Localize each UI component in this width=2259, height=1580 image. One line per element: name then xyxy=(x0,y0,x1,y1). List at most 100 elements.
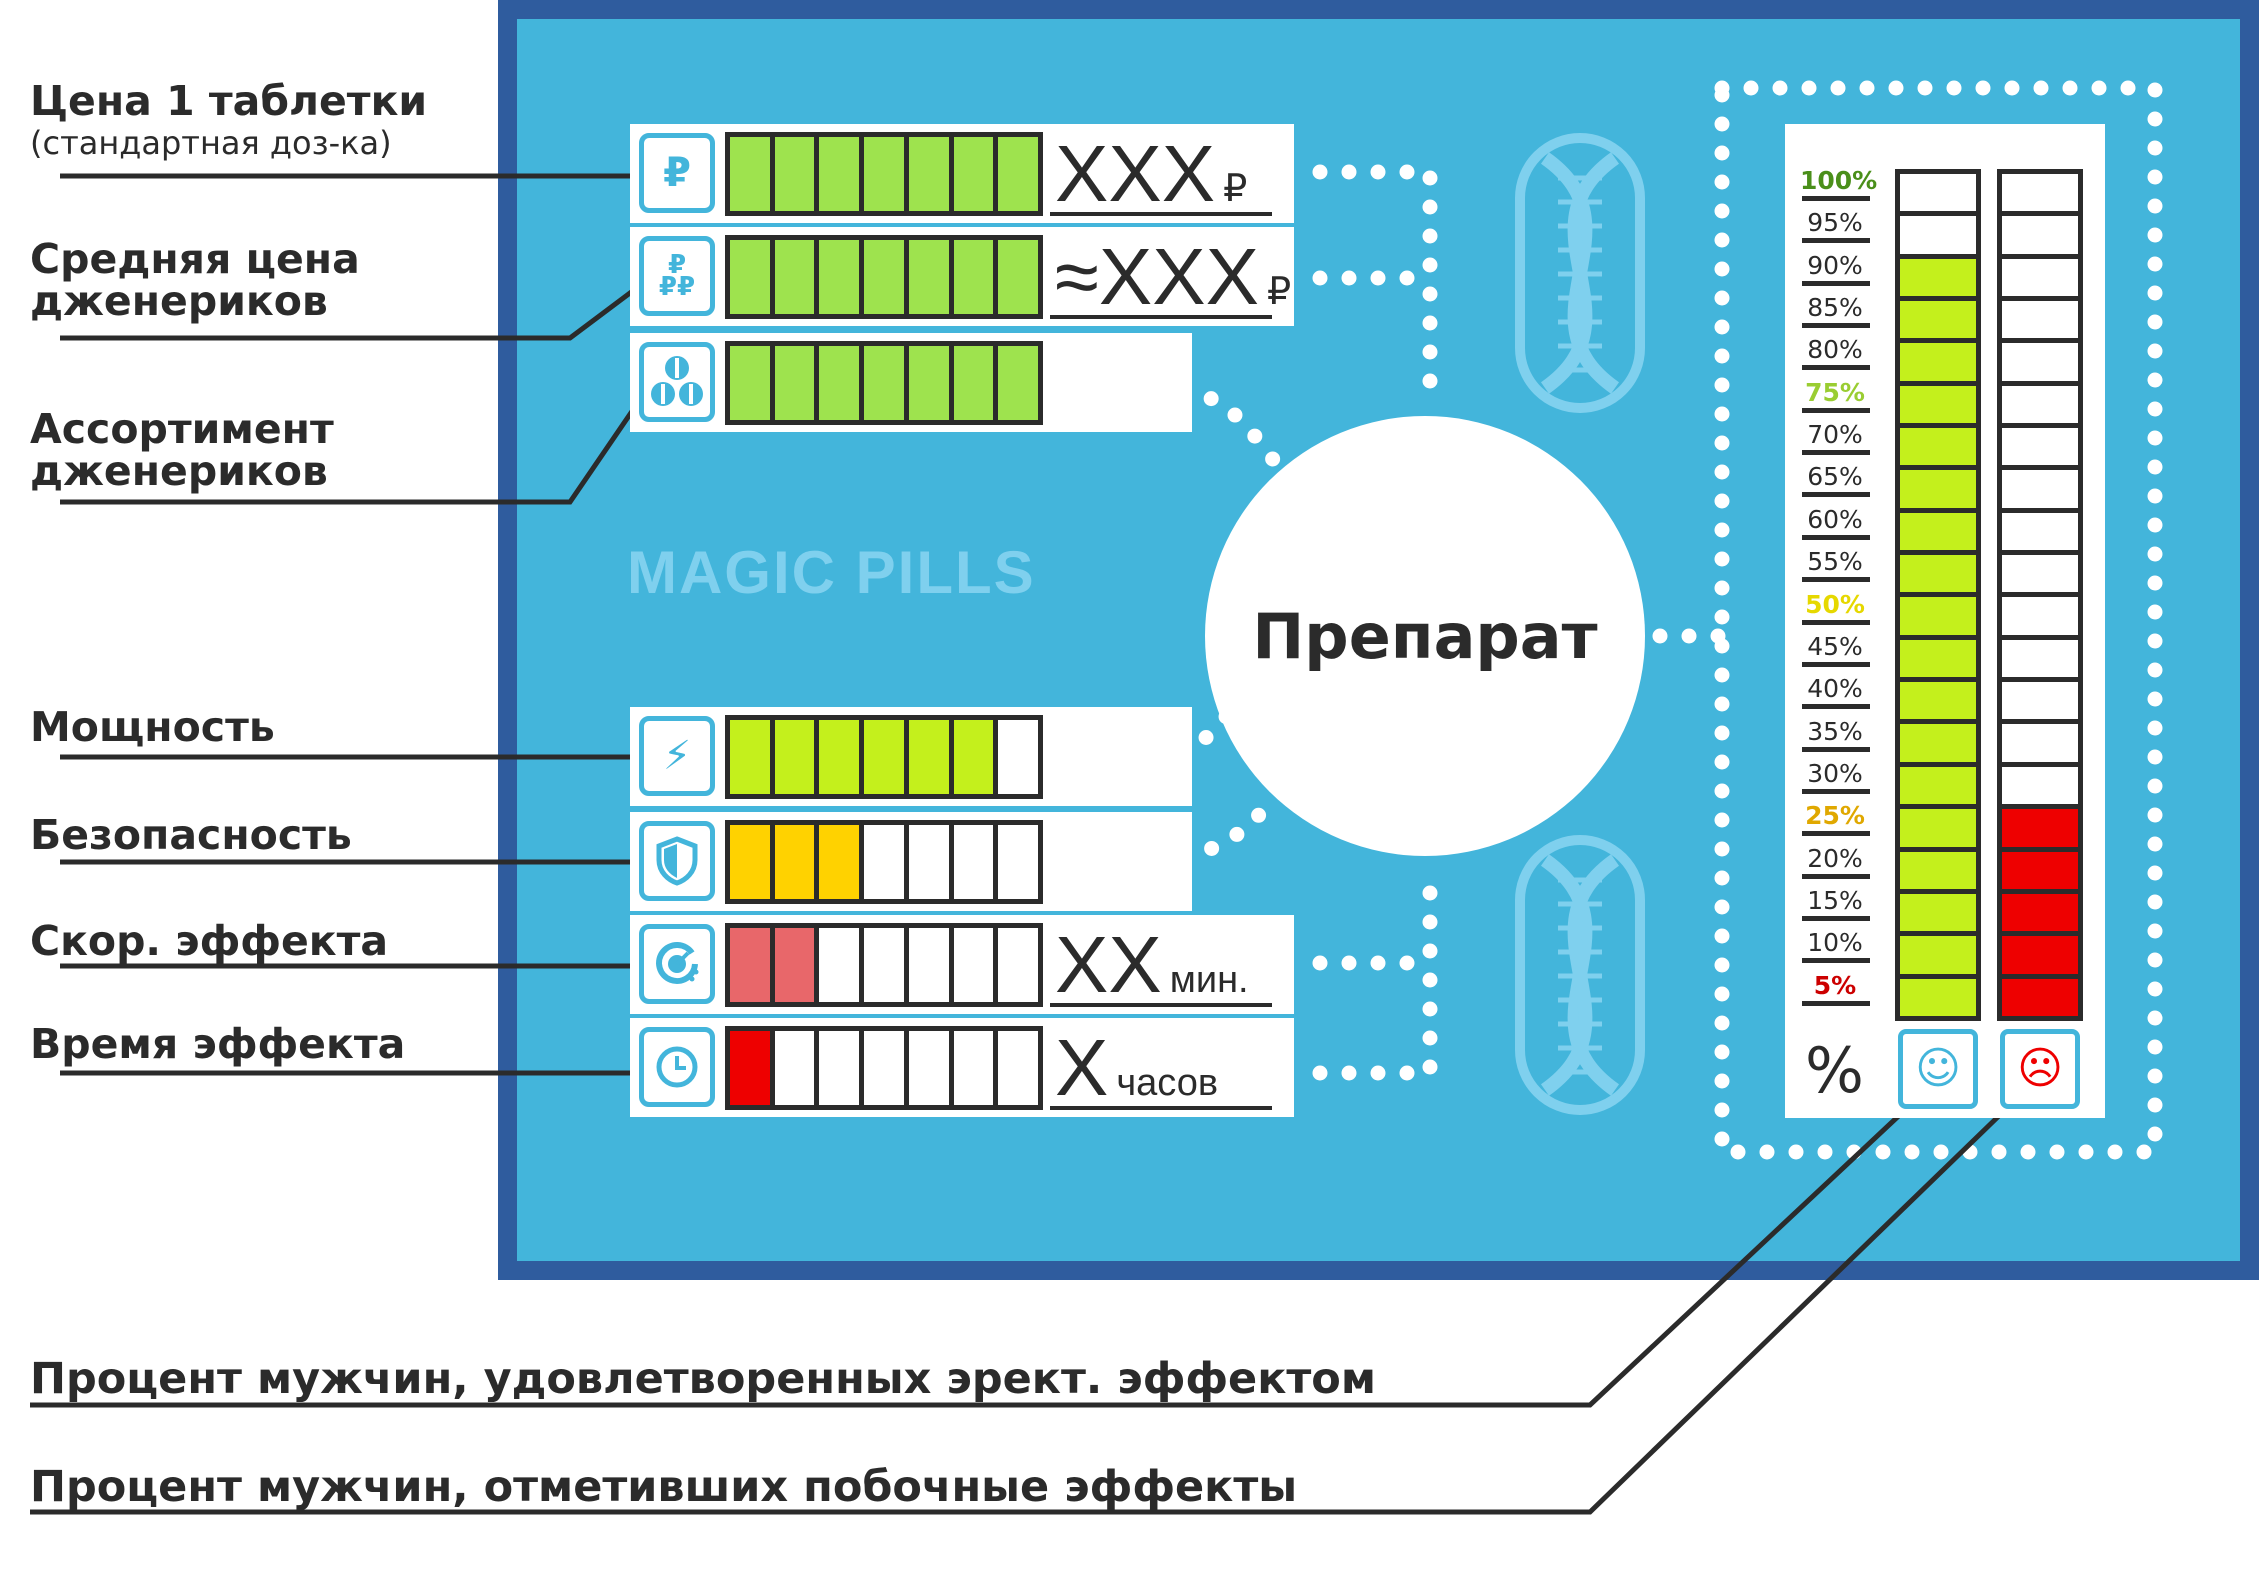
dotted-connector-price xyxy=(1312,164,1438,418)
cell-filled xyxy=(1900,809,1976,847)
tick-line xyxy=(1802,619,1870,625)
tick-line xyxy=(1802,365,1870,371)
cell-empty xyxy=(2002,216,2078,254)
annotation-assortment: Ассортимент дженериков xyxy=(30,405,334,495)
multi-ruble-icon: ₽₽₽ xyxy=(639,236,715,316)
tick-label: 15% xyxy=(1807,885,1863,915)
bar-segment-filled xyxy=(819,240,860,314)
cell-empty xyxy=(2002,639,2078,678)
rating-bar xyxy=(725,1026,1043,1110)
row-value-unit: мин. xyxy=(1169,959,1249,1001)
annotation-duration: Время эффекта xyxy=(30,1020,406,1068)
cell-empty xyxy=(2002,428,2078,466)
annotation-satisfied: Процент мужчин, удовлетворенных эрект. э… xyxy=(30,1354,1376,1404)
tick-label: 60% xyxy=(1807,504,1863,534)
cell-filled xyxy=(1900,893,1976,932)
bar-segment-empty xyxy=(864,825,904,899)
dna-bottom-icon-capsule xyxy=(1515,835,1645,1115)
lightning-icon: ⚡ xyxy=(639,716,715,796)
bar-segment-filled xyxy=(774,928,815,1002)
tick-line xyxy=(1802,788,1870,794)
tick-label: 80% xyxy=(1807,335,1863,365)
cell-empty xyxy=(2002,343,2078,381)
bar-segment-filled xyxy=(953,720,994,794)
cell-filled xyxy=(2002,851,2078,889)
tick-line xyxy=(1802,831,1870,837)
tick-line xyxy=(1802,238,1870,244)
tick-label: 85% xyxy=(1807,293,1863,323)
bar-segment-filled xyxy=(953,240,994,314)
tick-label: 5% xyxy=(1813,970,1857,1000)
speed-icon xyxy=(639,924,715,1004)
rating-bar xyxy=(725,715,1043,799)
satisfied-column xyxy=(1895,169,1981,1021)
cell-empty xyxy=(2002,724,2078,762)
tick-label: 30% xyxy=(1807,758,1863,788)
bar-segment-filled xyxy=(819,346,860,420)
tick-line xyxy=(1802,746,1870,752)
cell-filled xyxy=(2002,809,2078,847)
annotation-price-sub: (стандартная доз-ка) xyxy=(30,124,392,162)
cell-filled xyxy=(1900,766,1976,805)
tick-label: 50% xyxy=(1805,589,1865,619)
annotation-power: Мощность xyxy=(30,703,275,751)
bar-segment-filled xyxy=(819,720,860,794)
bar-segment-filled xyxy=(774,137,815,211)
center-circle: Препарат xyxy=(1205,416,1645,856)
bar-segment-filled xyxy=(908,137,949,211)
tick-label: 25% xyxy=(1805,801,1865,831)
tick-line xyxy=(1802,1000,1870,1006)
rating-row-safety xyxy=(630,812,1192,911)
bar-segment-empty xyxy=(819,1031,860,1105)
row-value-number: XX xyxy=(1055,920,1162,1009)
tick-label: 55% xyxy=(1807,547,1863,577)
leader-line-side-effects xyxy=(30,1108,2007,1515)
tick-line xyxy=(1802,534,1870,540)
bar-segment-filled xyxy=(864,240,904,314)
rating-bar xyxy=(725,820,1043,904)
cell-filled xyxy=(1900,301,1976,339)
percent-sign: % xyxy=(1805,1034,1864,1107)
bar-segment-filled xyxy=(953,346,994,420)
cell-filled xyxy=(1900,936,1976,974)
bar-segment-empty xyxy=(908,928,949,1002)
cell-filled xyxy=(1900,385,1976,424)
dotted-connector-duration xyxy=(1312,867,1438,1081)
bar-segment-filled xyxy=(819,825,860,899)
tick-label: 35% xyxy=(1807,716,1863,746)
bar-segment-empty xyxy=(953,1031,994,1105)
tick-label: 95% xyxy=(1807,208,1863,238)
tick-label: 90% xyxy=(1807,250,1863,280)
cell-empty xyxy=(2002,385,2078,424)
leader-line-satisfied xyxy=(30,1108,1907,1408)
cell-filled xyxy=(1900,555,1976,593)
bar-segment-empty xyxy=(953,928,994,1002)
tick-label: 40% xyxy=(1807,674,1863,704)
bar-segment-filled xyxy=(730,720,770,794)
brand-watermark: MAGIC PILLS xyxy=(627,539,1036,606)
tick-line xyxy=(1802,450,1870,456)
sad-face-icon: ☹ xyxy=(2000,1029,2080,1109)
dotted-chart-frame xyxy=(1714,80,2163,1160)
bar-segment-empty xyxy=(819,928,860,1002)
side-effects-column xyxy=(1997,169,2083,1021)
bar-segment-filled xyxy=(730,137,770,211)
tick-line xyxy=(1802,704,1870,710)
tick-line xyxy=(1802,577,1870,583)
row-value-number: XXX xyxy=(1055,129,1216,218)
value-underline xyxy=(1050,315,1272,319)
rating-row-power: ⚡ xyxy=(630,707,1192,806)
shield-icon xyxy=(639,821,715,901)
value-underline xyxy=(1050,212,1272,216)
annotation-generic-price: Средняя цена дженериков xyxy=(30,235,360,325)
rating-row-generic-price: ₽₽₽≈XXX₽ xyxy=(630,227,1294,326)
tick-label: 10% xyxy=(1807,928,1863,958)
clock-icon xyxy=(639,1027,715,1107)
cell-empty xyxy=(2002,174,2078,212)
cell-filled xyxy=(1900,343,1976,381)
cell-empty xyxy=(1900,174,1976,212)
annotation-price-label: Цена 1 таблетки xyxy=(30,77,428,125)
